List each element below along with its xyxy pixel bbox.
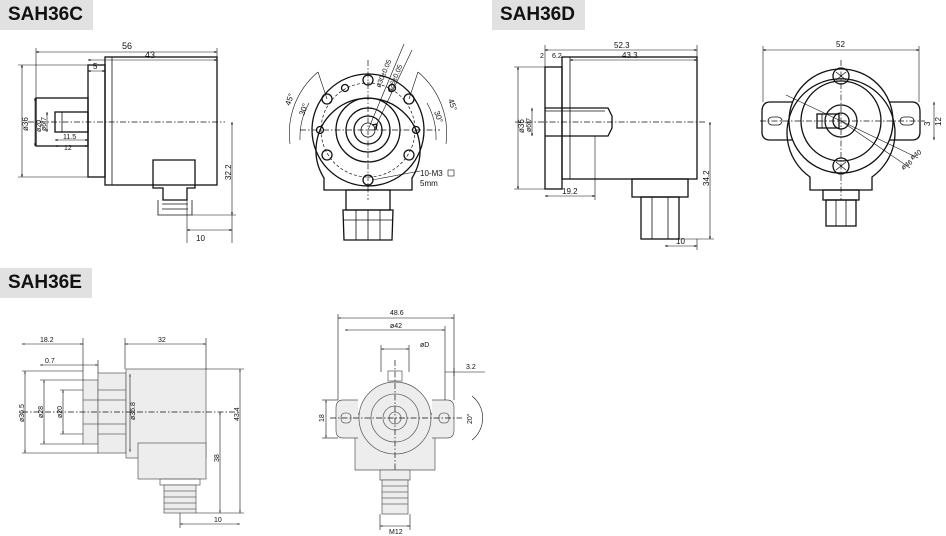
dim-dia36: ø36: [21, 117, 30, 131]
dim-11-5: 11.5: [63, 134, 76, 141]
dim-12-d: 12: [934, 117, 943, 126]
section-title-sah36c: SAH36C: [0, 0, 93, 30]
dim-12: 12: [64, 145, 72, 152]
dim-3-d: 3: [923, 121, 932, 126]
dim-43: 43: [145, 50, 155, 60]
dim-32-e: 32: [158, 337, 166, 344]
sah36d-front-view: 52 12 3 ø40 ø46: [760, 40, 943, 227]
sah36c-side-view: 56 43 5 ø36 ø20 ø6f7 11.5 12 32.2 10: [18, 41, 236, 243]
dim-10-d: 10: [676, 237, 685, 246]
dim-0-7: 0.7: [45, 358, 55, 365]
dim-dia20-e: ø20: [57, 406, 64, 418]
sah36c-front-view: 45° 30° 45° 30° ø30±0.05 ø26±0.05 10-M3 …: [283, 43, 459, 241]
dim-32-2: 32.2: [224, 164, 233, 180]
dim-2: 2: [540, 53, 544, 60]
dim-dia42: ø42: [390, 323, 402, 330]
dim-10-e: 10: [214, 517, 222, 524]
section-title-sah36d: SAH36D: [492, 0, 585, 30]
dim-m12: M12: [389, 529, 403, 536]
dim-43-3: 43.3: [622, 51, 638, 60]
dim-dia20: ø20: [36, 120, 43, 132]
dim-6-2: 6.2: [552, 53, 562, 60]
angle-30-left: 30°: [297, 102, 310, 116]
dim-5: 5: [93, 62, 98, 71]
dim-3-2: 3.2: [466, 364, 476, 371]
dim-18-2: 18.2: [40, 337, 54, 344]
dim-dia6-d: ø6f7: [526, 118, 533, 132]
dim-52-3: 52.3: [614, 41, 630, 50]
dim-19-2: 19.2: [562, 187, 578, 196]
dim-43-4: 43.4: [234, 407, 241, 421]
angle-20: 20°: [466, 413, 474, 424]
thread-depth: 5mm: [420, 179, 438, 188]
dim-38: 38: [214, 454, 221, 462]
dim-34-2: 34.2: [702, 170, 711, 186]
section-title-sah36e: SAH36E: [0, 268, 92, 298]
sah36e-side-view: 18.2 32 0.7 ø36.5 ø28 ø20 ø36.8 43.4 38 …: [19, 337, 244, 528]
dim-dia36-5: ø36.5: [19, 404, 26, 422]
dim-dia36-8: ø36.8: [130, 402, 137, 420]
thread-spec: 10-M3: [420, 169, 443, 178]
dim-dia6: ø6f7: [41, 117, 48, 131]
sah36e-front-view: 48.6 ø42 øD 3.2 18 20° M12: [319, 310, 485, 536]
dim-dia36-d: ø36: [517, 119, 526, 133]
angle-30-right: 30°: [432, 110, 445, 124]
sah36d-side-view: 52.3 43.3 2 6.2 ø36 ø6f7 19.2 34.2 10: [514, 41, 714, 250]
dim-52: 52: [836, 40, 845, 49]
dim-48-6: 48.6: [390, 310, 404, 317]
dim-10: 10: [196, 234, 205, 243]
angle-45-right: 45°: [446, 98, 459, 112]
dim-18-e: 18: [319, 414, 326, 422]
dim-56: 56: [122, 41, 132, 51]
dim-dia-d: øD: [420, 342, 429, 349]
dim-dia40: ø40: [909, 149, 923, 162]
angle-45-left: 45°: [283, 92, 296, 106]
dim-dia28: ø28: [38, 406, 45, 418]
